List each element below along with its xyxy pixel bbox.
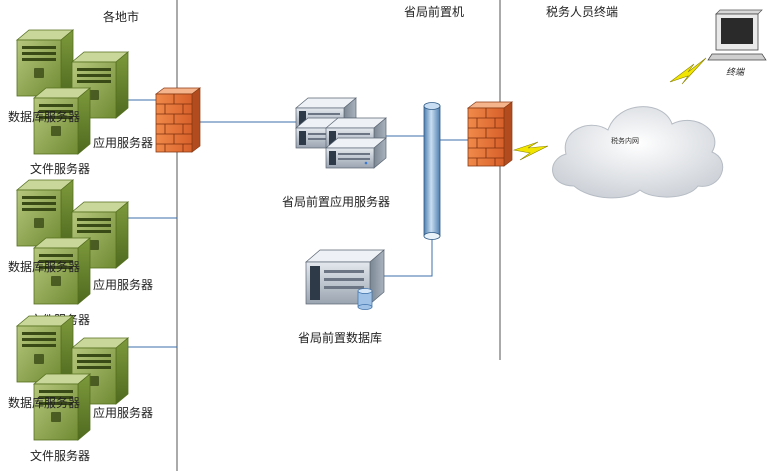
database-server-icon <box>16 315 74 383</box>
provincial-database-label: 省局前置数据库 <box>298 330 382 345</box>
provincial-database: 省局前置数据库 <box>298 249 385 345</box>
network-cloud-icon: 税务内网 <box>552 106 724 199</box>
firewall-icon <box>155 87 201 153</box>
zone-title-terminal: 税务人员终端 <box>546 4 618 19</box>
database-server-slot <box>324 270 364 273</box>
database-server-icon <box>16 29 74 97</box>
terminal-label: 终端 <box>726 67 746 78</box>
pipe-top <box>423 102 441 110</box>
cloud-label: 税务内网 <box>611 136 639 145</box>
monitor-screen <box>721 18 753 44</box>
database-server-bay <box>310 266 320 300</box>
app-server-label: 应用服务器 <box>93 135 153 150</box>
pipe-bottom <box>423 232 441 240</box>
file-server-label: 文件服务器 <box>30 448 90 463</box>
db-server-label: 数据库服务器 <box>8 395 80 410</box>
database-server-slot <box>324 278 364 281</box>
backbone-pipe <box>423 102 441 240</box>
server-group-3: 数据库服务器 应用服务器 文件服务器 <box>8 315 153 463</box>
database-cylinder-icon <box>357 288 373 310</box>
database-server-icon <box>16 179 74 247</box>
pipe-body <box>423 105 441 237</box>
keyboard <box>707 53 767 61</box>
db-server-label: 数据库服务器 <box>8 109 80 124</box>
connection-lines <box>128 99 470 348</box>
server-group-1: 数据库服务器 应用服务器 文件服务器 <box>8 29 153 176</box>
wireless-link-bolt-icon <box>512 141 549 161</box>
terminal-computer-icon: 终端 <box>707 9 767 78</box>
monitor-top <box>715 9 763 15</box>
link-pipe-to-database <box>384 236 433 277</box>
app-server-label: 应用服务器 <box>93 277 153 292</box>
file-server-label: 文件服务器 <box>30 161 90 176</box>
server-group-2: 数据库服务器 应用服务器 文件服务器 <box>8 179 153 327</box>
zone-title-provincial: 省局前置机 <box>404 4 464 19</box>
wireless-link-bolt-icon-terminal <box>669 57 707 85</box>
provincial-app-server-label: 省局前置应用服务器 <box>282 194 390 209</box>
database-server-slot <box>324 286 364 289</box>
provincial-app-server: 省局前置应用服务器 <box>282 97 390 209</box>
firewall-icon <box>467 101 513 167</box>
db-server-label: 数据库服务器 <box>8 259 80 274</box>
zone-title-regional: 各地市 <box>103 9 139 24</box>
rack-server-icon <box>325 137 387 169</box>
app-server-label: 应用服务器 <box>93 405 153 420</box>
